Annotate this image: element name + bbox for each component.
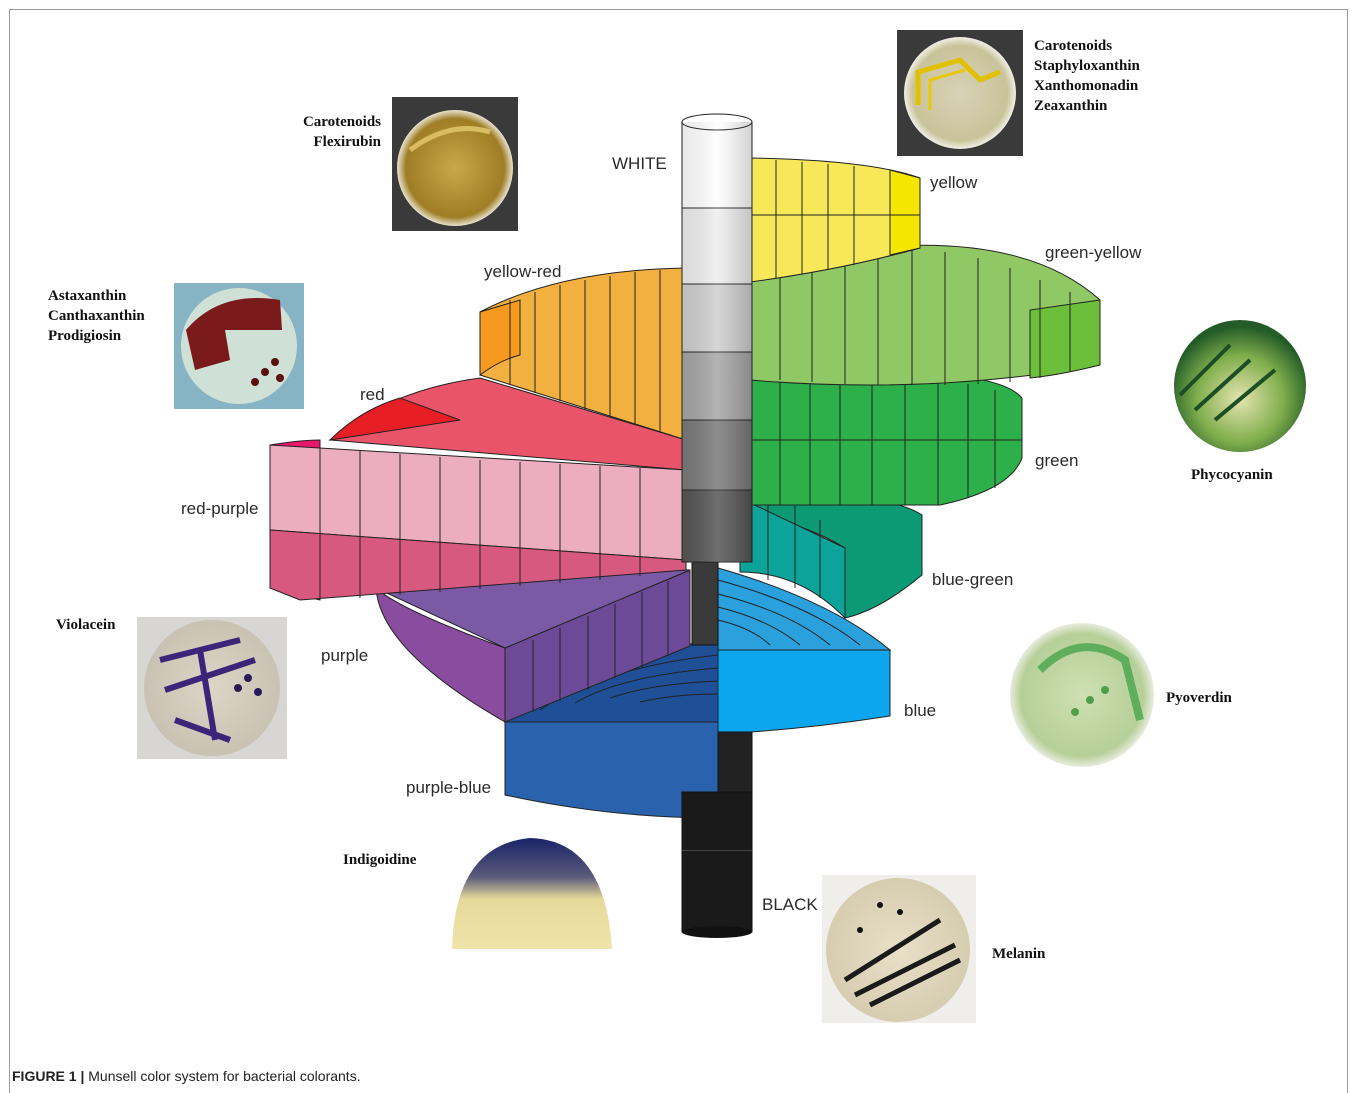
label-green-yellow: green-yellow bbox=[1045, 243, 1142, 262]
figure-caption-text: Munsell color system for bacterial color… bbox=[88, 1068, 360, 1084]
label-white: WHITE bbox=[612, 154, 667, 173]
pigment-label-indigoidine: Indigoidine bbox=[343, 850, 416, 870]
plate-phycocyanin bbox=[1170, 320, 1310, 452]
plate-pyoverdin bbox=[1010, 623, 1154, 767]
plate-indigoidine bbox=[447, 835, 615, 949]
pigment-label-phycocyanin: Phycocyanin bbox=[1191, 465, 1273, 485]
plate-melanin bbox=[822, 875, 976, 1023]
label-red-purple: red-purple bbox=[181, 499, 259, 518]
value-axis-upper bbox=[682, 114, 752, 562]
plate-violacein bbox=[137, 617, 287, 759]
pigment-label-melanin: Melanin bbox=[992, 944, 1045, 964]
label-blue: blue bbox=[904, 701, 936, 720]
label-red: red bbox=[360, 385, 385, 404]
label-yellow: yellow bbox=[930, 173, 978, 192]
label-purple: purple bbox=[321, 646, 368, 665]
label-blue-green: blue-green bbox=[932, 570, 1013, 589]
label-yellow-red: yellow-red bbox=[484, 262, 561, 281]
label-green: green bbox=[1035, 451, 1078, 470]
hue-disc-green bbox=[750, 372, 1022, 505]
figure-caption: FIGURE 1 | Munsell color system for bact… bbox=[12, 1068, 361, 1084]
label-purple-blue: purple-blue bbox=[406, 778, 491, 797]
plate-prodigiosin bbox=[174, 283, 304, 409]
plate-carotenoids-yellow bbox=[897, 30, 1023, 156]
pigment-label-pyoverdin: Pyoverdin bbox=[1166, 688, 1232, 708]
pigment-label-violacein: Violacein bbox=[56, 615, 115, 635]
figure-number: FIGURE 1 | bbox=[12, 1068, 84, 1084]
label-black: BLACK bbox=[762, 895, 818, 914]
plate-flexirubin bbox=[392, 97, 518, 231]
